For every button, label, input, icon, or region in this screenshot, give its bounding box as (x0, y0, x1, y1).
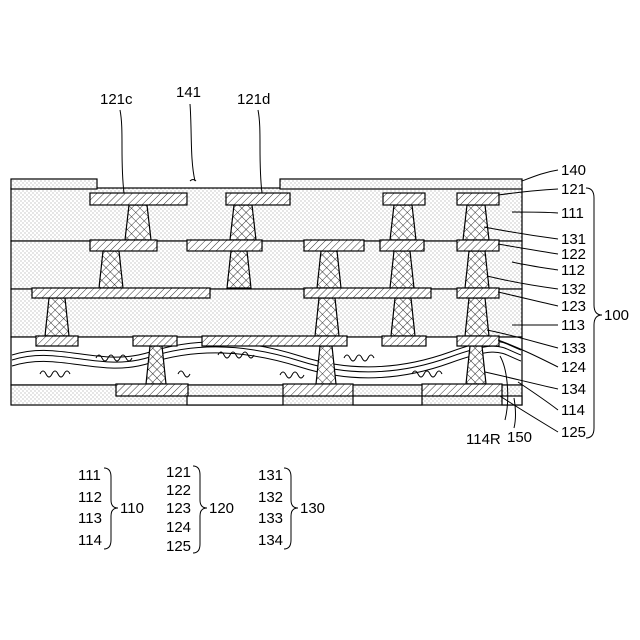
label-125: 125 (561, 424, 586, 441)
legend-group-130: 131 132 133 134 130 (258, 467, 325, 549)
label-112: 112 (561, 262, 585, 279)
label-124: 124 (561, 359, 586, 376)
label-121d: 121d (237, 91, 270, 108)
label-114: 114 (561, 402, 585, 419)
legend-member: 131 (258, 467, 283, 484)
label-134: 134 (561, 381, 586, 398)
legend-member: 114 (78, 532, 102, 549)
layer-112 (11, 241, 522, 289)
legend-member: 123 (166, 500, 191, 517)
label-121: 121 (561, 181, 586, 198)
legend-member: 132 (258, 489, 283, 506)
legend-label-110: 110 (120, 500, 144, 517)
label-133: 133 (561, 340, 586, 357)
legend-member: 125 (166, 538, 191, 555)
label-123: 123 (561, 298, 586, 315)
label-122: 122 (561, 246, 586, 263)
pads-125 (116, 384, 502, 396)
legend-label-130: 130 (300, 500, 325, 517)
label-141: 141 (176, 84, 201, 101)
legend-member: 134 (258, 532, 283, 549)
label-140: 140 (561, 162, 586, 179)
legend-label-120: 120 (209, 500, 234, 517)
label-121c: 121c (100, 91, 133, 108)
label-111: 111 (561, 205, 584, 222)
label-132: 132 (561, 281, 586, 298)
legend-member: 111 (78, 467, 101, 484)
label-100: 100 (604, 307, 629, 324)
legend-member: 121 (166, 464, 191, 481)
label-113: 113 (561, 317, 585, 334)
legend-member: 124 (166, 519, 191, 536)
legend-member: 122 (166, 482, 191, 499)
label-114R: 114R (466, 431, 501, 448)
legend-member: 113 (78, 510, 102, 527)
label-150: 150 (507, 429, 532, 446)
legend-member: 112 (78, 489, 102, 506)
legend-member: 133 (258, 510, 283, 527)
